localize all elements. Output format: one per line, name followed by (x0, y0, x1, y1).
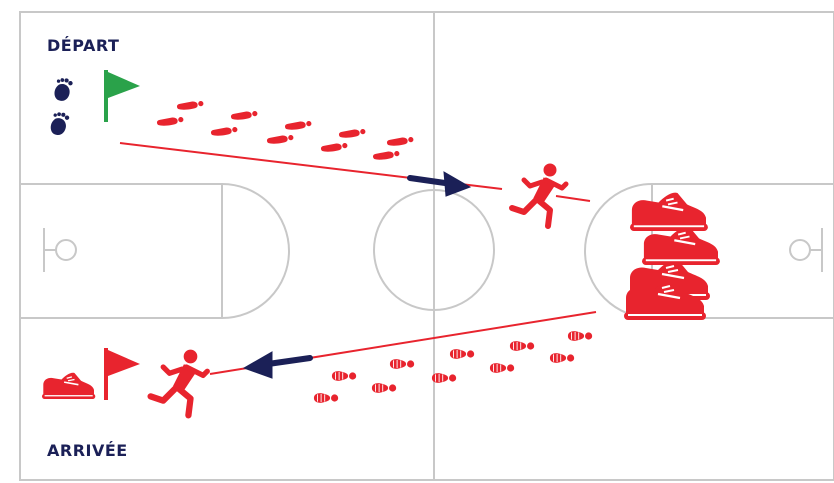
flag-pole (104, 70, 108, 122)
sneaker-icon (42, 373, 95, 399)
outbound-path-end (556, 196, 590, 201)
arrow-icon (244, 352, 310, 378)
flag-cloth (108, 72, 140, 98)
left-rim (56, 240, 76, 260)
runner-icon (512, 164, 566, 226)
green-flag-icon (104, 70, 140, 122)
shoe-print-icon (314, 331, 592, 403)
finish-label: ARRIVÉE (47, 441, 128, 460)
red-flag-icon (104, 348, 140, 400)
sneaker-pile (624, 193, 720, 320)
left-key-arc (222, 184, 289, 318)
footprints-icon (49, 77, 73, 137)
start-label: DÉPART (47, 36, 119, 55)
sneaker-icon (642, 227, 720, 265)
flag-pole (104, 348, 108, 400)
flag-cloth (108, 350, 140, 376)
sneaker-icon (630, 193, 708, 231)
runner-icon (151, 350, 208, 415)
right-rim (790, 240, 810, 260)
